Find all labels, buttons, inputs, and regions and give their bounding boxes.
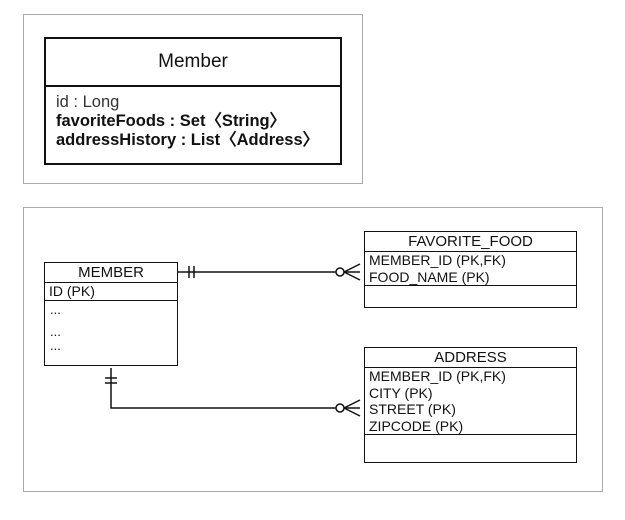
- entity-address: ADDRESS MEMBER_ID (PK,FK) CITY (PK) STRE…: [364, 347, 577, 463]
- column-member-id: MEMBER_ID (PK,FK): [369, 368, 506, 384]
- entity-member-extra: ... ... ...: [45, 301, 177, 353]
- column-city: CITY (PK): [369, 384, 433, 401]
- entity-member: MEMBER ID (PK) ... ... ...: [44, 262, 178, 366]
- zero-circle: [335, 267, 345, 277]
- crow-foot-lower: [343, 407, 361, 417]
- entity-member-columns: ID (PK): [45, 283, 177, 301]
- entity-member-name: MEMBER: [45, 263, 177, 283]
- ellipsis-row: ...: [50, 337, 61, 353]
- entity-favorite-food: FAVORITE_FOOD MEMBER_ID (PK,FK) FOOD_NAM…: [364, 231, 577, 308]
- crow-foot-upper: [343, 399, 361, 409]
- entity-favorite-food-footer: [365, 286, 576, 301]
- member-class-box: Member id : Long favoriteFoods : Set〈Str…: [44, 37, 342, 165]
- member-class-attributes: id : Long favoriteFoods : Set〈String〉 ad…: [46, 87, 340, 150]
- entity-address-columns: MEMBER_ID (PK,FK) CITY (PK) STREET (PK) …: [365, 368, 576, 435]
- column-member-id: MEMBER_ID (PK,FK): [369, 252, 506, 268]
- ellipsis-row: ...: [50, 301, 61, 317]
- column-street: STREET (PK): [369, 401, 456, 417]
- entity-address-footer: [365, 435, 576, 450]
- crow-foot-upper: [343, 263, 361, 273]
- entity-favorite-food-name: FAVORITE_FOOD: [365, 232, 576, 252]
- entity-favorite-food-columns: MEMBER_ID (PK,FK) FOOD_NAME (PK): [365, 252, 576, 286]
- zero-circle: [335, 403, 345, 413]
- ellipsis-row: ...: [50, 323, 61, 339]
- class-diagram-panel: Member id : Long favoriteFoods : Set〈Str…: [23, 14, 363, 184]
- member-class-title: Member: [46, 39, 340, 87]
- crow-foot-lower: [343, 271, 361, 281]
- column-id: ID (PK): [49, 283, 95, 299]
- attribute-favorite-foods: favoriteFoods : Set〈String〉: [56, 112, 287, 130]
- column-zipcode: ZIPCODE (PK): [369, 417, 464, 434]
- attribute-address-history: addressHistory : List〈Address〉: [56, 131, 320, 149]
- column-food-name: FOOD_NAME (PK): [369, 268, 490, 285]
- attribute-id: id : Long: [56, 93, 120, 111]
- member-address-line: [110, 368, 336, 409]
- entity-address-name: ADDRESS: [365, 348, 576, 368]
